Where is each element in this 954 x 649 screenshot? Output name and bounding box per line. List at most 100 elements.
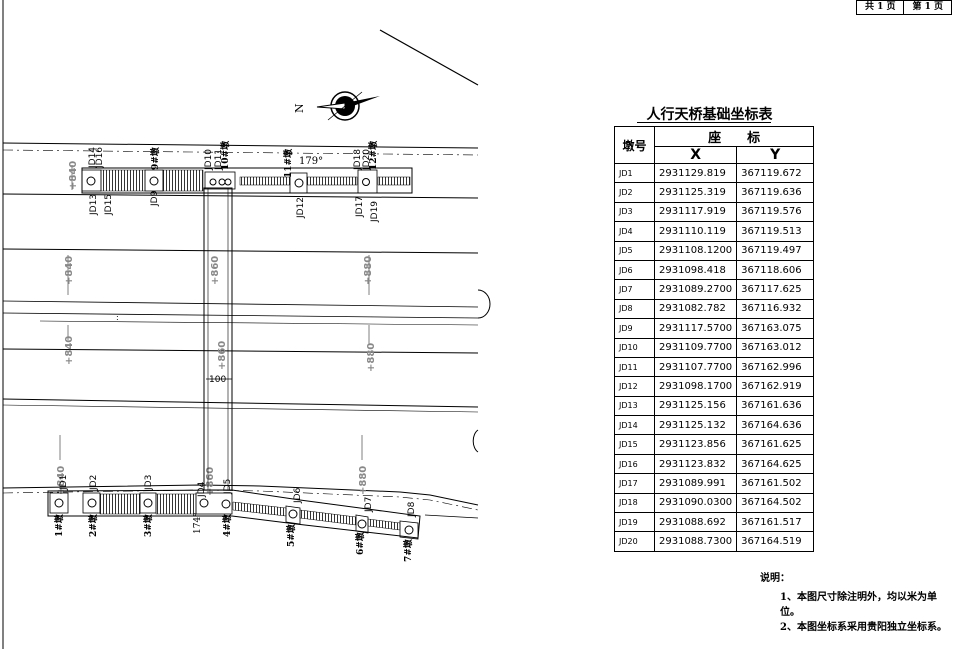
cell-pier-id: JD3 (614, 201, 655, 223)
pier-label-7: 7#墩 (402, 538, 414, 562)
cell-y: 367161.636 (736, 395, 815, 417)
cell-pier-id: JD2 (614, 182, 655, 203)
crossing-bridge (203, 187, 233, 491)
cell-y: 367119.513 (736, 221, 815, 242)
cell-x: 2931090.0300 (653, 492, 738, 514)
cell-y: 367164.519 (736, 531, 815, 552)
cell-x: 2931117.5700 (653, 318, 738, 339)
label-jd5: JD5 (223, 479, 233, 495)
cell-x: 2931098.418 (653, 259, 738, 281)
pier-label-9: 9#墩 (149, 146, 161, 170)
cell-x: 2931125.156 (653, 395, 738, 417)
pier-label-2: 2#墩 (87, 513, 99, 537)
pier-label-6: 6#墩 (354, 531, 366, 555)
station-840-top: +840 (68, 161, 79, 190)
cell-pier-id: JD6 (614, 259, 655, 281)
cell-y: 367116.932 (736, 298, 815, 320)
page-total: 共 1 页 (864, 2, 896, 12)
cell-pier-id: JD5 (614, 240, 655, 261)
cell-y: 367119.672 (736, 162, 815, 184)
header-y: Y (736, 146, 815, 164)
cell-pier-id: JD4 (614, 221, 655, 242)
header-pier-id: 墩号 (614, 126, 655, 164)
label-jd15: JD15 (104, 194, 114, 216)
station-860-bottom: +860 (205, 467, 216, 496)
table-title: 人行天桥基础坐标表 (646, 107, 773, 123)
top-pier-circles (86, 176, 370, 188)
cell-x: 2931108.1200 (653, 240, 738, 261)
cell-x: 2931117.919 (653, 201, 738, 223)
page-current: 第 1 页 (903, 1, 951, 14)
station-880-b: +880 (366, 343, 377, 372)
top-bridge (81, 167, 413, 194)
notes-title: 说明： (760, 573, 790, 584)
station-880-bottom: +880 (358, 466, 369, 495)
station-860-a: +860 (210, 256, 221, 285)
cell-x: 2931088.7300 (653, 531, 738, 552)
cell-x: 2931107.7700 (653, 356, 738, 378)
cell-pier-id: JD17 (614, 473, 655, 494)
cell-pier-id: JD8 (614, 298, 655, 320)
cell-pier-id: JD7 (614, 279, 655, 300)
label-jd8: JD8 (407, 501, 417, 518)
cell-y: 367119.497 (736, 240, 815, 261)
cell-pier-id: JD19 (614, 512, 655, 533)
label-jd7: JD7 (364, 497, 374, 513)
cell-x: 2931082.782 (653, 298, 738, 320)
cell-pier-id: JD20 (614, 531, 655, 552)
cell-y: 367161.625 (736, 434, 815, 455)
cell-x: 2931098.1700 (653, 376, 738, 397)
cell-y: 367161.502 (736, 473, 815, 494)
road-edge-diagonal (379, 29, 479, 86)
label-jd16: JD16 (95, 147, 105, 169)
label-jd19: JD19 (370, 201, 380, 223)
label-jd11: JD11 (214, 149, 224, 171)
cell-pier-id: JD11 (614, 356, 655, 378)
cell-pier-id: JD9 (614, 318, 655, 339)
cell-x: 2931088.692 (653, 512, 738, 533)
cell-x: 2931125.132 (653, 415, 738, 436)
cell-x: 2931089.991 (653, 473, 738, 494)
cell-pier-id: JD10 (614, 337, 655, 358)
cell-y: 367161.517 (736, 512, 815, 533)
label-jd14: JD14 (88, 147, 98, 169)
pier-label-5: 5#墩 (285, 523, 297, 547)
angle-179: 179° (299, 156, 323, 167)
cell-pier-id: JD13 (614, 395, 655, 417)
label-jd9: JD9 (150, 190, 160, 207)
cell-y: 367164.502 (736, 492, 815, 514)
station-840-a: +840 (64, 256, 75, 285)
cell-x: 2931125.319 (653, 182, 738, 203)
station-840-b: +840 (64, 336, 75, 365)
cell-y: 367164.625 (736, 453, 815, 475)
pier-label-12: 12#墩 (367, 140, 379, 170)
pier-label-11: 11#墩 (282, 148, 294, 178)
cell-y: 367162.919 (736, 376, 815, 397)
cell-y: 367163.012 (736, 337, 815, 358)
station-ticks (59, 165, 370, 460)
label-jd3: JD3 (144, 475, 154, 491)
title-underline (637, 122, 771, 123)
north-arrow-icon (316, 91, 380, 121)
station-860-b: +860 (217, 341, 228, 370)
page-info: 共 1 页 第 1 页 (855, 0, 952, 15)
bottom-bridge (47, 489, 421, 540)
cell-y: 367119.636 (736, 182, 815, 203)
